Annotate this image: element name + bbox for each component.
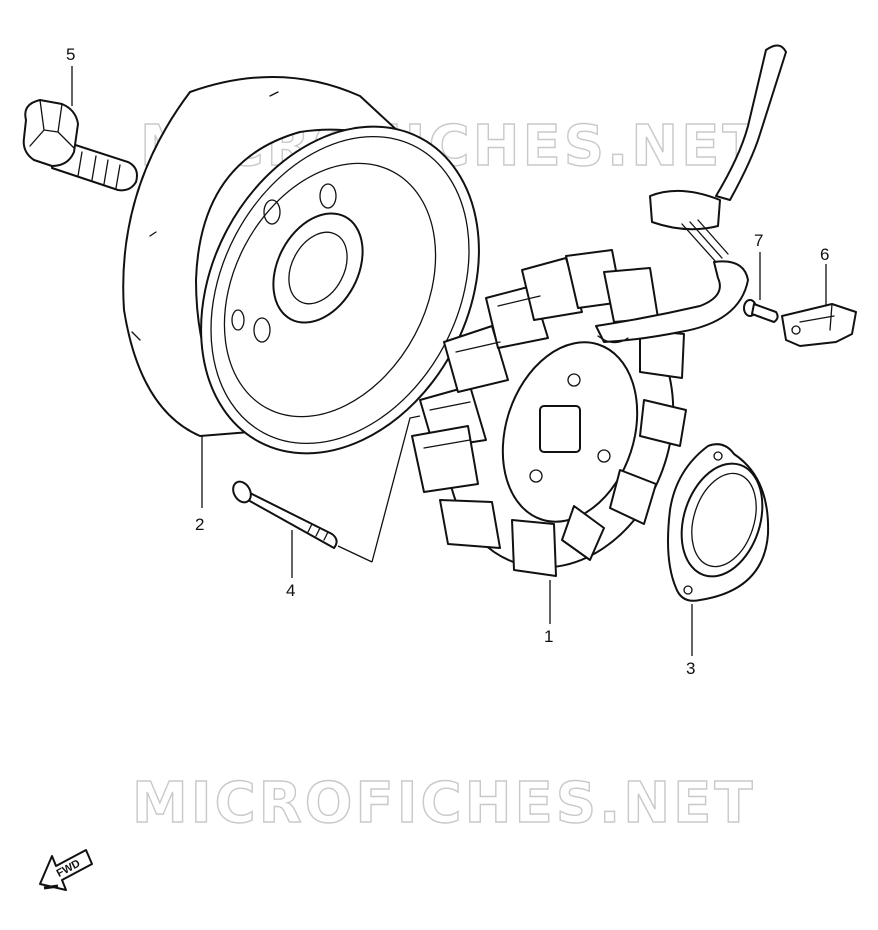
callout-6: 6 <box>820 245 829 264</box>
part-1-stator <box>411 249 687 577</box>
callout-7: 7 <box>754 231 763 250</box>
stator-wire-harness <box>595 44 787 344</box>
part-2-rotor <box>122 76 480 455</box>
callout-2: 2 <box>195 515 204 534</box>
part-3-plate <box>667 443 770 602</box>
part-5-bolt <box>22 99 138 192</box>
part-4-long-bolt <box>232 480 338 549</box>
leader-4-axis <box>337 415 421 563</box>
forward-arrow-icon: FWD <box>39 849 93 891</box>
watermark-bottom: MICROFICHES.NET <box>132 771 756 836</box>
part-6-clamp <box>781 303 857 347</box>
callout-4: 4 <box>286 581 295 600</box>
part-7-screw <box>743 299 779 323</box>
callout-1: 1 <box>544 627 553 646</box>
callout-5: 5 <box>66 45 75 64</box>
callout-3: 3 <box>686 659 695 678</box>
